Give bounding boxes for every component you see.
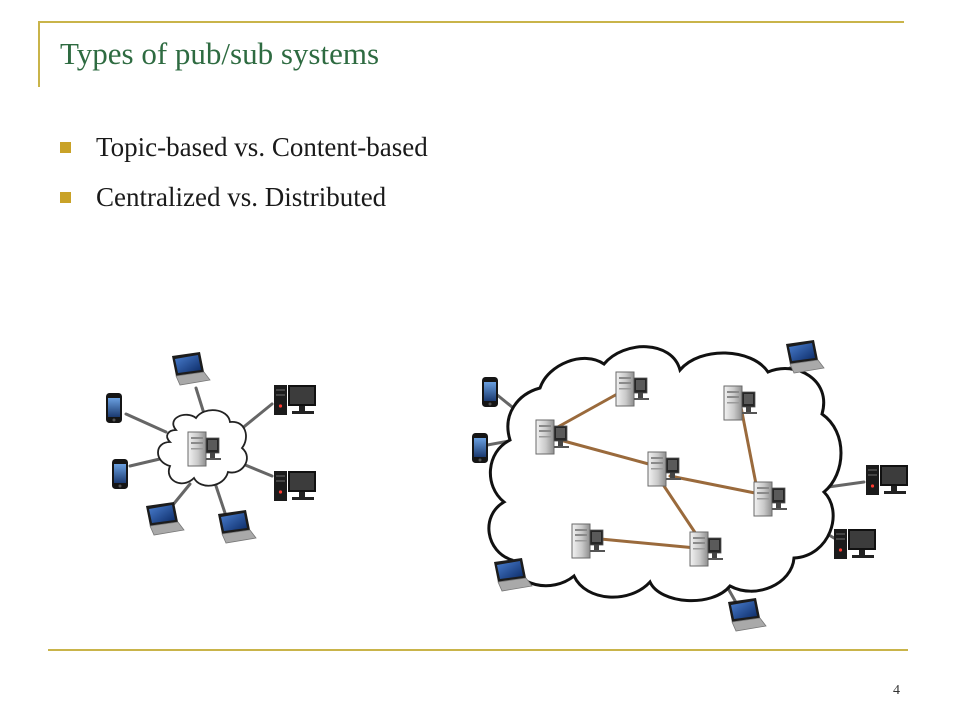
bullet-marker-icon — [60, 142, 71, 153]
laptop-icon — [171, 351, 211, 386]
bullet-text: Topic-based vs. Content-based — [96, 132, 428, 162]
bullet-marker-icon — [60, 192, 71, 203]
laptop-icon — [727, 597, 767, 632]
phone-icon — [482, 377, 498, 407]
bullet-text: Centralized vs. Distributed — [96, 182, 387, 212]
phone-icon — [112, 459, 128, 489]
phone-icon — [106, 393, 122, 423]
phone-icon — [472, 433, 488, 463]
distributed-diagram — [472, 339, 908, 632]
centralized-diagram — [106, 351, 316, 544]
laptop-icon — [217, 509, 257, 544]
bullet-list: Topic-based vs. Content-based Centralize… — [60, 128, 428, 228]
title-rule-left — [38, 21, 40, 87]
title-rule-top — [38, 21, 904, 23]
bullet-item: Topic-based vs. Content-based — [60, 128, 428, 178]
footer-rule — [48, 649, 908, 651]
desktop-icon — [274, 471, 316, 501]
laptop-icon — [145, 501, 185, 536]
desktop-icon — [866, 465, 908, 495]
desktop-icon — [274, 385, 316, 415]
laptop-icon — [785, 339, 825, 374]
slide-title: Types of pub/sub systems — [60, 36, 380, 71]
page-number: 4 — [893, 683, 900, 698]
desktop-icon — [834, 529, 876, 559]
bullet-item: Centralized vs. Distributed — [60, 178, 428, 228]
